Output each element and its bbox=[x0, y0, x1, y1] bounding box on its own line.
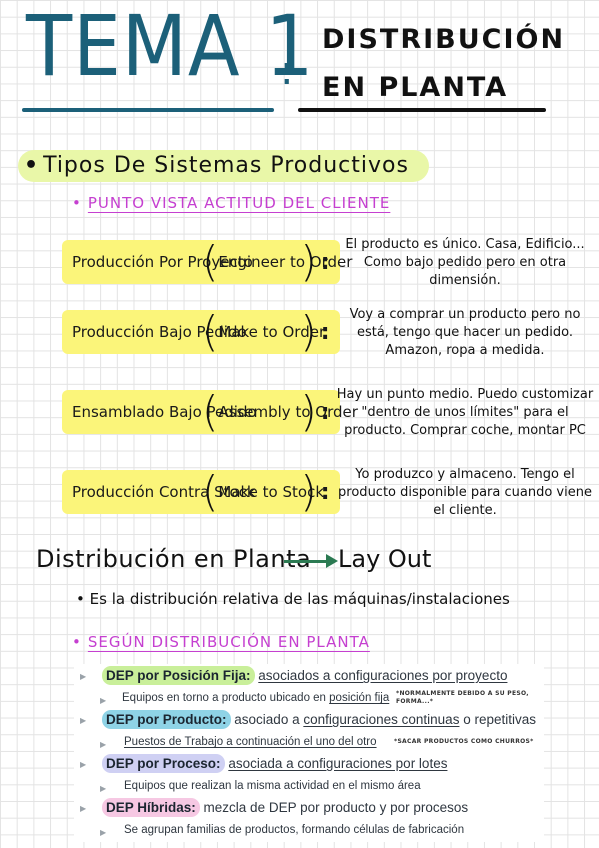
type-row-ensamblado: Ensamblado Bajo Pedido (Assembly to Orde… bbox=[40, 382, 594, 442]
subheading-distribucion-text: SEGÚN DISTRIBUCIÓN EN PLANTA bbox=[87, 633, 370, 651]
triangle-bullet-icon: ▶ bbox=[80, 672, 87, 681]
layout-word: Lay Out bbox=[338, 545, 432, 573]
type-label: Producción Bajo Pedido (Make to Order) : bbox=[62, 310, 340, 354]
dep-fija-sub-underlined: posición fija bbox=[329, 692, 390, 704]
distribution-definition: • Es la distribución relativa de las máq… bbox=[76, 590, 510, 608]
type-label: Producción Por Proyecto (Engineer to Ord… bbox=[62, 237, 353, 286]
dep-hibridas-sub: Se agrupan familias de productos, forman… bbox=[124, 824, 465, 836]
type-name: Producción Bajo Pedido bbox=[72, 322, 247, 341]
dep-list: ▶ DEP por Posición Fija: asociados a con… bbox=[74, 664, 544, 842]
triangle-bullet-icon: ▶ bbox=[80, 804, 87, 813]
tema-title: TEMA 1 bbox=[26, 0, 315, 95]
type-name: Producción Contra Stock bbox=[72, 482, 256, 501]
dep-producto-underlined: configuraciones continuas bbox=[303, 712, 460, 727]
handwritten-note: *NORMALMENTE DEBIDO A SU PESO, FORMA...* bbox=[396, 690, 529, 705]
tema-underline bbox=[22, 108, 274, 112]
type-label: Producción Contra Stock (Make to Stock) … bbox=[62, 470, 340, 514]
dep-producto-pre: asociado a bbox=[234, 712, 304, 727]
type-row-proyecto: Producción Por Proyecto (Engineer to Ord… bbox=[40, 232, 592, 292]
type-description: Voy a comprar un producto pero no está, … bbox=[349, 307, 581, 358]
bullet: • bbox=[76, 590, 85, 608]
triangle-bullet-icon: ▶ bbox=[100, 784, 107, 793]
triangle-bullet-icon: ▶ bbox=[80, 716, 87, 725]
handwritten-note: *SACAR PRODUCTOS COMO CHURROS* bbox=[394, 738, 534, 745]
type-colon: : bbox=[320, 319, 330, 345]
triangle-bullet-icon: ▶ bbox=[100, 696, 107, 705]
type-paren-text: Make to Order bbox=[218, 322, 326, 341]
section-heading-text: Tipos De Sistemas Productivos bbox=[43, 153, 409, 178]
dep-fija-sub: Equipos en torno a producto ubicado en bbox=[122, 692, 330, 704]
type-colon: : bbox=[320, 479, 330, 505]
triangle-bullet-icon: ▶ bbox=[100, 828, 107, 837]
dep-producto-sub: Puestos de Trabajo a continuación el uno… bbox=[124, 736, 377, 748]
bullet: • bbox=[24, 153, 40, 178]
document-title: DISTRIBUCIÓN EN PLANTA bbox=[322, 16, 563, 112]
type-colon: : bbox=[320, 399, 330, 425]
type-colon: : bbox=[320, 249, 330, 275]
section-heading: •Tipos De Sistemas Productivos bbox=[18, 150, 429, 182]
type-paren: (Make to Stock) bbox=[202, 467, 325, 516]
type-paren-text: Engineer to Order bbox=[218, 252, 353, 271]
tema-colon: : bbox=[280, 48, 294, 94]
type-paren: (Engineer to Order) bbox=[202, 237, 353, 286]
bullet: • bbox=[72, 194, 82, 212]
subheading-distribucion: • SEGÚN DISTRIBUCIÓN EN PLANTA bbox=[72, 633, 370, 651]
dep-producto-label: DEP por Producto: bbox=[102, 710, 231, 729]
dep-fija-text: asociados a configuraciones por proyecto bbox=[258, 668, 508, 683]
subheading-cliente: • PUNTO VISTA ACTITUD DEL CLIENTE bbox=[72, 194, 390, 212]
dep-hibridas-label: DEP Híbridas: bbox=[102, 798, 200, 817]
type-row-contra-stock: Producción Contra Stock (Make to Stock) … bbox=[40, 462, 592, 522]
arrow-head-icon bbox=[326, 554, 338, 568]
dep-hibridas-text: mezcla de DEP por producto y por proceso… bbox=[203, 800, 469, 815]
type-row-bajo-pedido: Producción Bajo Pedido (Make to Order) :… bbox=[40, 302, 592, 362]
arrow-right-icon bbox=[284, 560, 330, 563]
type-paren-text: Make to Stock bbox=[218, 482, 325, 501]
triangle-bullet-icon: ▶ bbox=[80, 760, 87, 769]
dep-fija-label: DEP por Posición Fija: bbox=[102, 666, 255, 685]
title-underline bbox=[298, 108, 546, 112]
dep-proceso-sub: Equipos que realizan la misma actividad … bbox=[124, 780, 421, 792]
subheading-cliente-text: PUNTO VISTA ACTITUD DEL CLIENTE bbox=[87, 194, 391, 212]
type-description: Yo produzco y almaceno. Tengo el product… bbox=[338, 467, 592, 518]
type-paren: (Make to Order) bbox=[202, 307, 326, 356]
title-line-1: DISTRIBUCIÓN bbox=[322, 24, 566, 55]
bullet: • bbox=[72, 633, 82, 651]
type-name: Ensamblado Bajo Pedido bbox=[72, 402, 257, 421]
title-line-2: EN PLANTA bbox=[322, 72, 509, 103]
type-paren-text: Assembly to Order bbox=[218, 402, 358, 421]
definition-text: Es la distribución relativa de las máqui… bbox=[89, 590, 510, 608]
type-paren: (Assembly to Order) bbox=[202, 387, 358, 436]
type-description: Hay un punto medio. Puedo customizar "de… bbox=[336, 387, 594, 438]
dep-producto-post: o repetitivas bbox=[459, 712, 536, 727]
type-name: Producción Por Proyecto bbox=[72, 252, 253, 271]
type-description: El producto es único. Casa, Edificio... … bbox=[345, 237, 585, 288]
type-label: Ensamblado Bajo Pedido (Assembly to Orde… bbox=[62, 387, 358, 436]
dep-proceso-label: DEP por Proceso: bbox=[102, 754, 225, 773]
triangle-bullet-icon: ▶ bbox=[100, 740, 107, 749]
dep-proceso-text: asociada a configuraciones por lotes bbox=[228, 756, 448, 771]
distribution-label: Distribución en Planta bbox=[36, 545, 312, 573]
